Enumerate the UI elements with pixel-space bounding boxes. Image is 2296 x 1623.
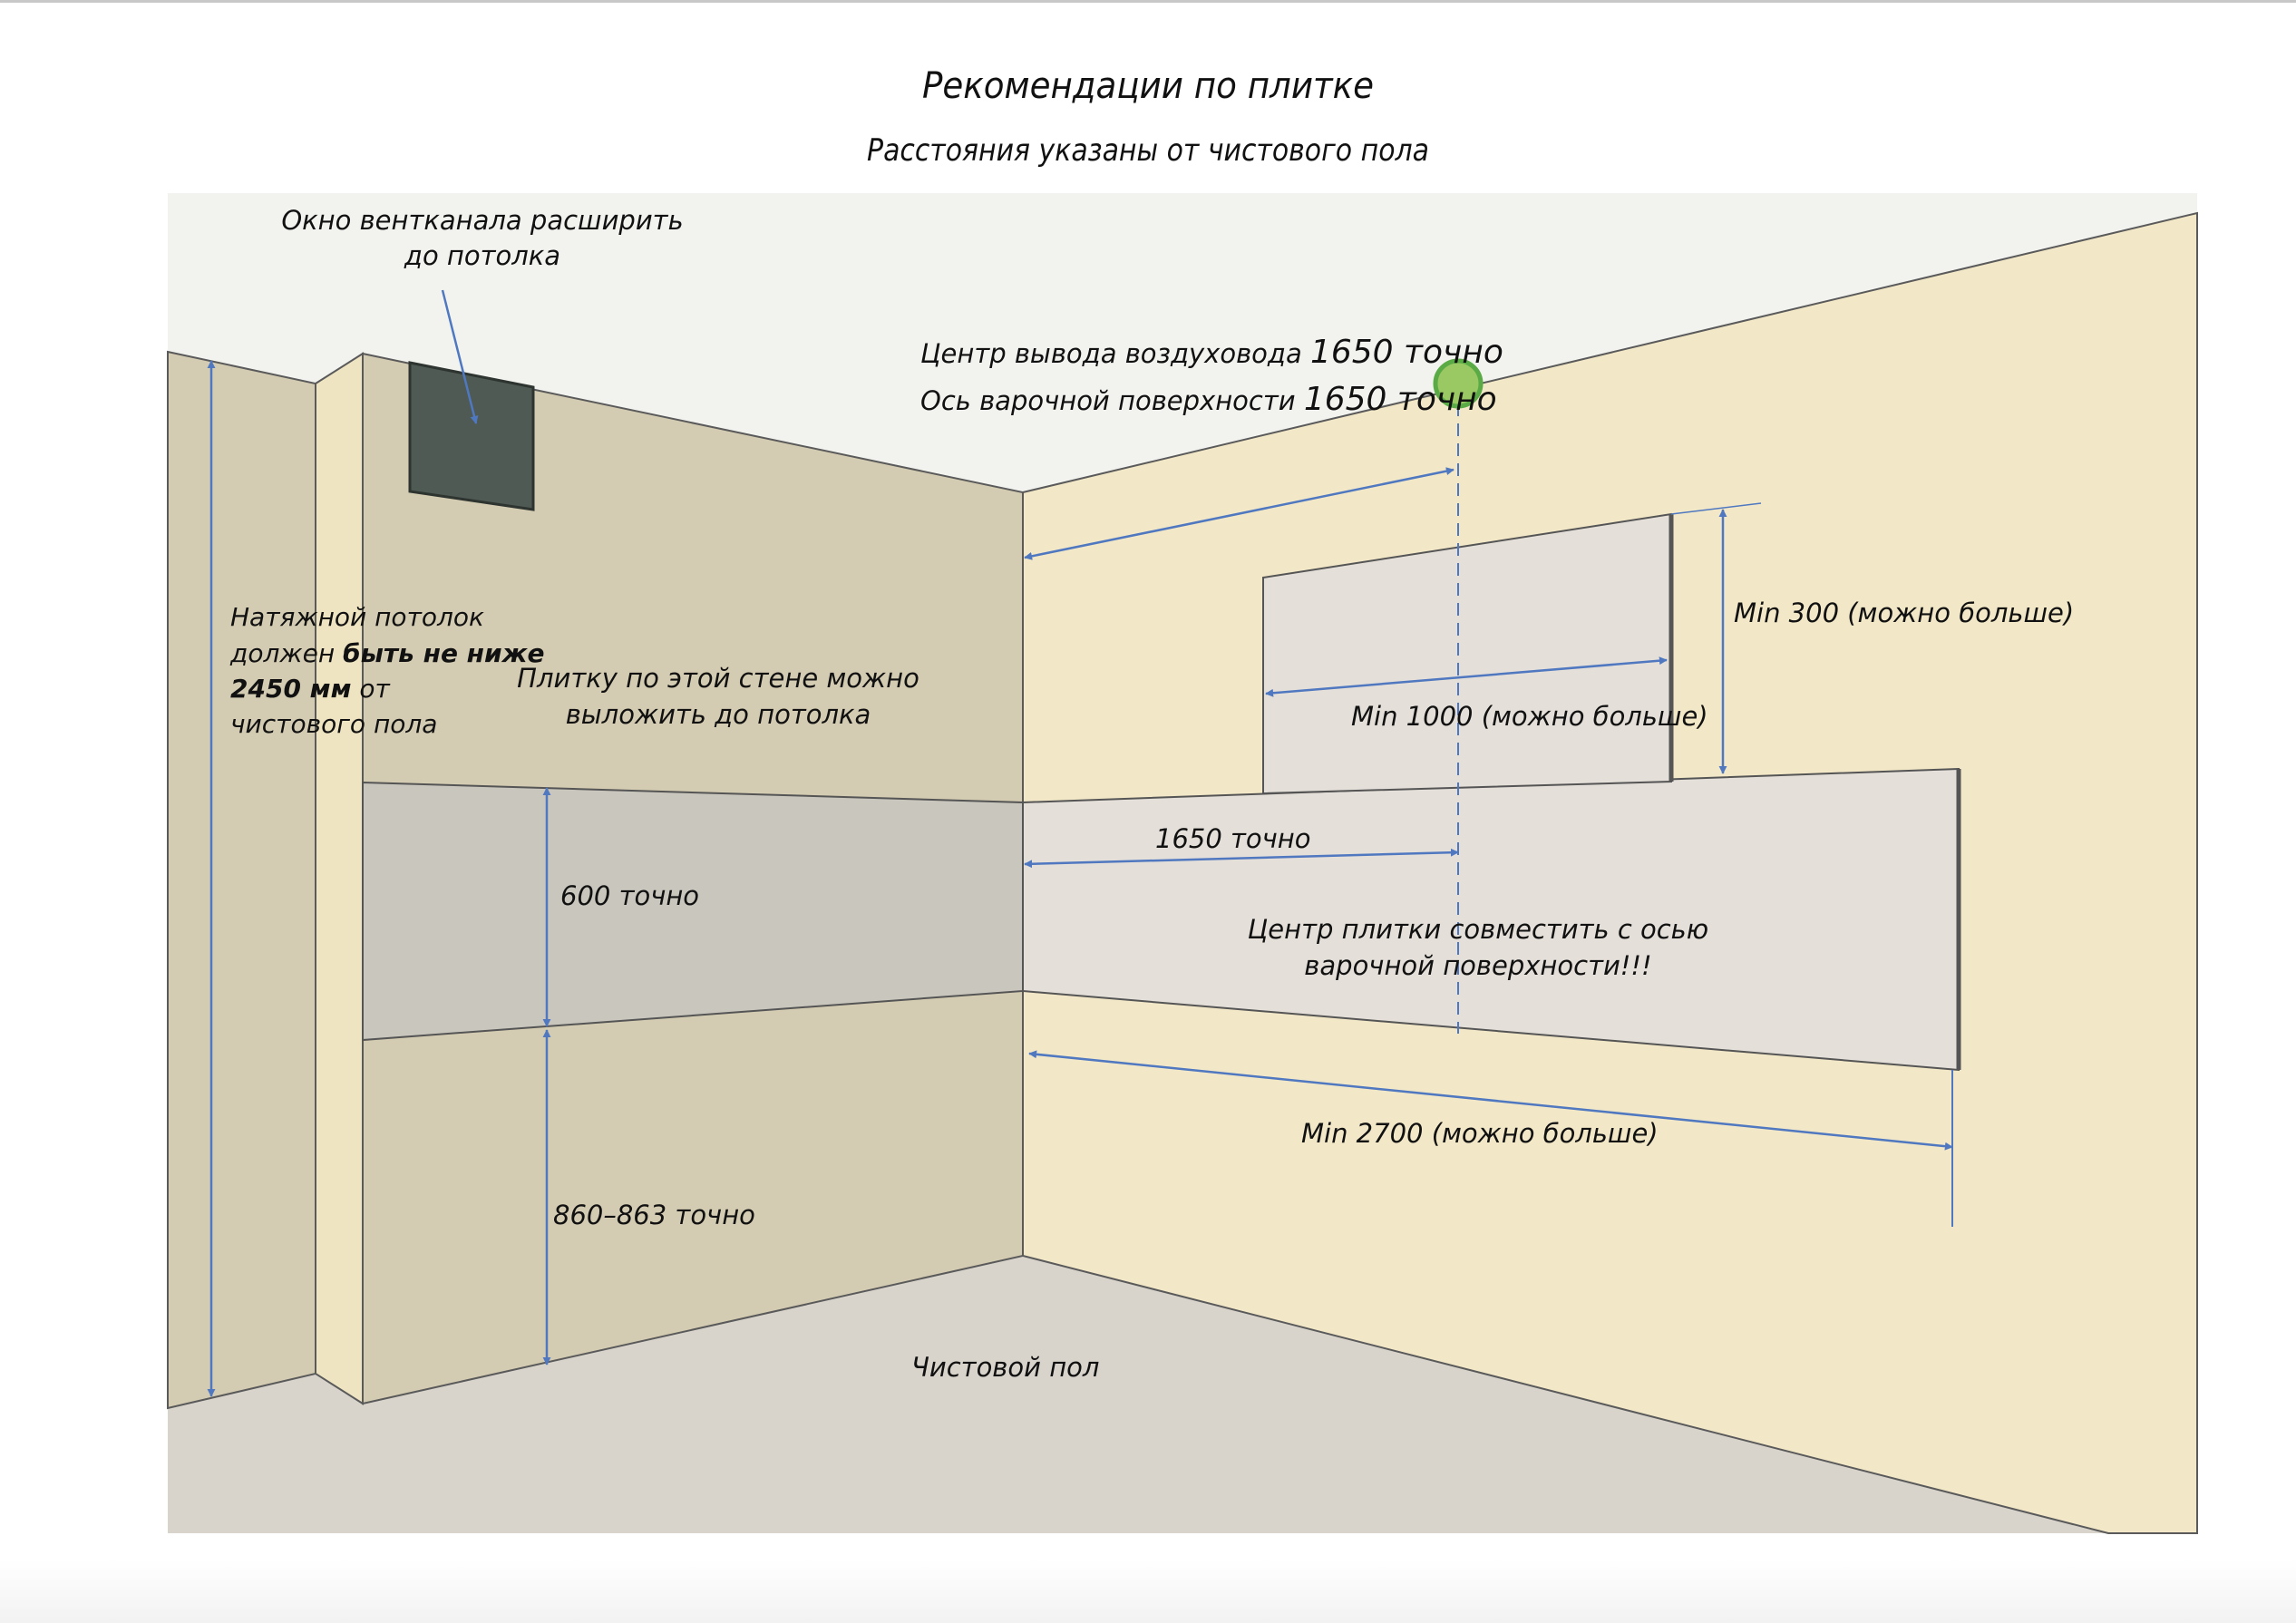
left-wall-note-line1: Плитку по этой стене можно: [517, 663, 919, 694]
center-note-line1: Центр плитки совместить с осью: [1248, 914, 1708, 945]
arrow-vent-note: [441, 289, 479, 424]
dim-600-label: 600 точно: [560, 880, 699, 911]
page-bottom-shade: [0, 1560, 2296, 1623]
ceiling-note-line1: Натяжной потолок: [230, 602, 484, 632]
duct-label-2: Ось варочной поверхности: [920, 385, 1304, 416]
vent-note-line2: до потолка: [404, 240, 560, 271]
floor: [168, 1256, 2108, 1533]
ceiling-note-line4: чистового пола: [230, 709, 437, 739]
duct-note-line2: Ось варочной поверхности 1650 точно: [920, 381, 1497, 418]
ceiling-note-l3a: 2450 мм: [230, 674, 351, 704]
dim-1000-label: Min 1000 (можно больше): [1351, 701, 1708, 732]
vent-note-line1: Окно вентканала расширить: [281, 205, 683, 236]
ceiling-note-line3: 2450 мм от: [230, 674, 390, 704]
ceiling-note-l2a: должен: [229, 638, 343, 668]
duct-note-line1: Центр вывода воздуховода 1650 точно: [920, 334, 1503, 371]
floor-label: Чистовой пол: [911, 1352, 1099, 1383]
top-border: [0, 0, 2296, 3]
duct-center-marker: [1433, 358, 1484, 409]
dim-2700-label: Min 2700 (можно больше): [1301, 1118, 1659, 1149]
ceiling-note-l2b: быть не ниже: [343, 638, 544, 668]
page-subtitle: Расстояния указаны от чистового пола: [867, 132, 1429, 169]
page-title: Рекомендации по плитке: [921, 65, 1375, 107]
dim-1650-label: 1650 точно: [1155, 823, 1311, 854]
ceiling-note-l3b: от: [351, 674, 390, 704]
arrow-1650: [1024, 848, 1459, 869]
dim-860-label: 860–863 точно: [553, 1200, 755, 1230]
dim-300-label: Min 300 (можно больше): [1734, 598, 2074, 628]
center-note-line2: варочной поверхности!!!: [1304, 950, 1651, 981]
pillar: [315, 352, 364, 1405]
duct-value-2: 1650 точно: [1304, 381, 1497, 418]
arrow-duct-distance: [1024, 467, 1454, 560]
vent-window: [408, 361, 535, 511]
duct-value-1: 1650 точно: [1310, 334, 1503, 371]
arrow-1000: [1265, 656, 1668, 697]
left-wall-segment: [167, 350, 316, 1410]
arrow-2700: [1028, 1050, 1953, 1151]
ceiling-note-line2: должен быть не ниже: [229, 638, 545, 668]
duct-label-1: Центр вывода воздуховода: [920, 338, 1310, 369]
left-wall-note-line2: выложить до потолка: [566, 699, 871, 730]
